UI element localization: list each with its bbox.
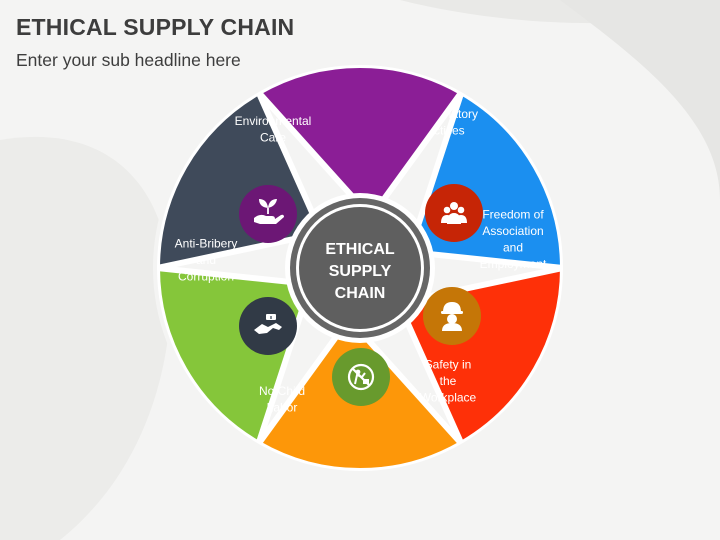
hub-label-line-1: ETHICAL xyxy=(325,241,395,258)
segment-label-no-child-labor-line-2: Labor xyxy=(267,400,298,414)
segment-label-freedom-of-association-line-3: and xyxy=(503,240,523,254)
slide-title: ETHICAL SUPPLY CHAIN xyxy=(16,14,295,40)
segment-label-environmental-care-line-2: Care xyxy=(260,130,286,144)
hub-disc xyxy=(299,207,421,329)
segment-label-environmental-care-line-1: Environmental xyxy=(235,114,312,128)
hub-label-line-3: CHAIN xyxy=(335,285,386,302)
plant-in-hand-icon xyxy=(254,199,284,224)
outer-ring-edge xyxy=(153,61,567,475)
hub-label-line-2: SUPPLY xyxy=(329,263,392,280)
segment-label-no-child-labor-line-1: No Child xyxy=(259,384,305,398)
group-icon xyxy=(441,202,467,224)
segment-label-anti-bribery-line-1: Anti-Bribery xyxy=(175,237,238,251)
segment-label-anti-bribery-line-3: Corruption xyxy=(178,270,234,284)
hard-hat-worker-icon xyxy=(441,302,463,331)
no-child-labor-icon xyxy=(347,363,375,391)
segment-label-workplace-safety-line-3: Workplace xyxy=(420,391,477,405)
segment-label-workplace-safety-line-2: the xyxy=(440,374,457,388)
bribe-handshake-icon xyxy=(254,314,282,334)
segment-label-workplace-safety-line-1: Safety in xyxy=(425,358,472,372)
segment-label-freedom-of-association-line-2: Association xyxy=(482,224,543,238)
slide-subtitle: Enter your sub headline here xyxy=(16,50,241,70)
segment-icon-pad-anti-bribery xyxy=(239,297,297,355)
segment-label-freedom-of-association-line-4: Employment xyxy=(480,257,547,271)
segment-label-anti-bribery-line-2: and xyxy=(196,253,216,267)
segment-label-freedom-of-association-line-1: Freedom of xyxy=(482,207,544,221)
